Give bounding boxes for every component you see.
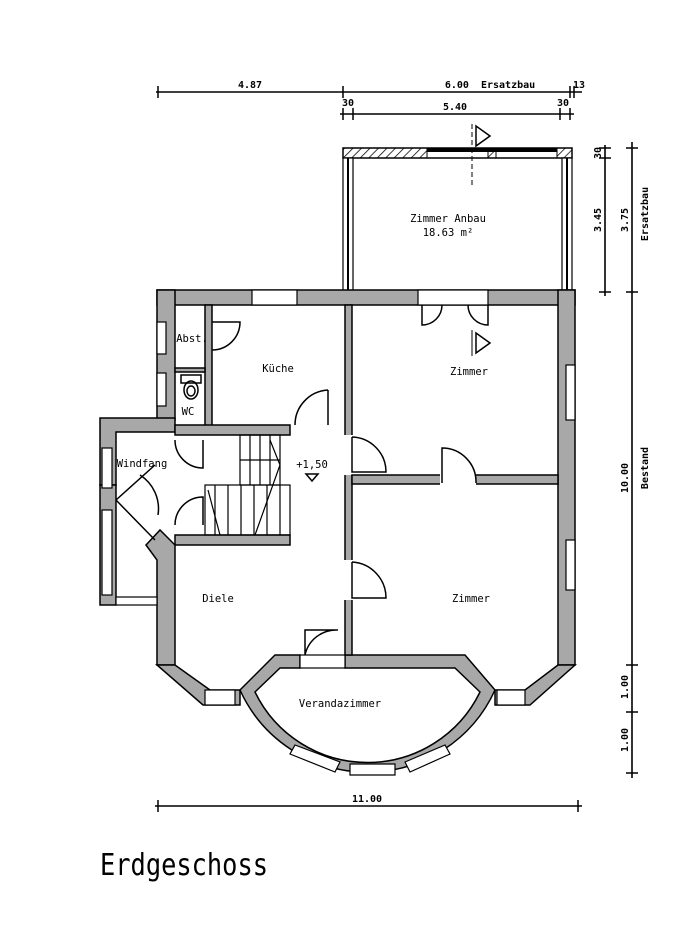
dim-right-bestand: Bestand [640,447,651,489]
door-swings [115,304,489,656]
main-walls [99,289,577,776]
toilet-icon [180,374,202,400]
level-marker-icon [304,473,320,483]
room-veranda: Verandazimmer [299,698,381,710]
dim-right-100b: 1.00 [620,728,631,752]
dim-top2-mid: 5.40 [443,102,467,113]
dim-right-inner-1: 30 [593,147,604,159]
dim-top-left: 4.87 [238,80,262,91]
dim-right-1000: 10.00 [620,463,631,493]
room-windfang: Windfang [117,458,168,470]
dim-top-ersatzbau: 6.00 Ersatzbau [445,80,535,91]
stairs [204,434,291,536]
dim-right-ersatzbau: Ersatzbau [640,187,651,241]
room-zimmer-top: Zimmer [450,366,488,378]
room-kueche: Küche [262,363,294,375]
room-wc: WC [182,406,195,418]
anbau-walls [342,124,573,356]
room-anbau: Zimmer Anbau [410,213,486,225]
plan-title: Erdgeschoss [100,848,268,883]
dim-right-100a: 1.00 [620,675,631,699]
dim-right-inner-2: 3.45 [593,208,604,232]
dim-top2-left: 30 [342,98,354,109]
dim-top2-right: 30 [557,98,569,109]
level-label: +1,50 [296,459,328,471]
room-anbau-area: 18.63 m² [423,227,474,239]
dim-bottom: 11.00 [352,794,382,805]
room-abst: Abst. [176,333,208,345]
room-diele: Diele [202,593,234,605]
dim-top-right: 13 [573,80,585,91]
dim-right-375: 3.75 [620,208,631,232]
dimension-lines [155,86,638,812]
room-zimmer-bottom: Zimmer [452,593,490,605]
